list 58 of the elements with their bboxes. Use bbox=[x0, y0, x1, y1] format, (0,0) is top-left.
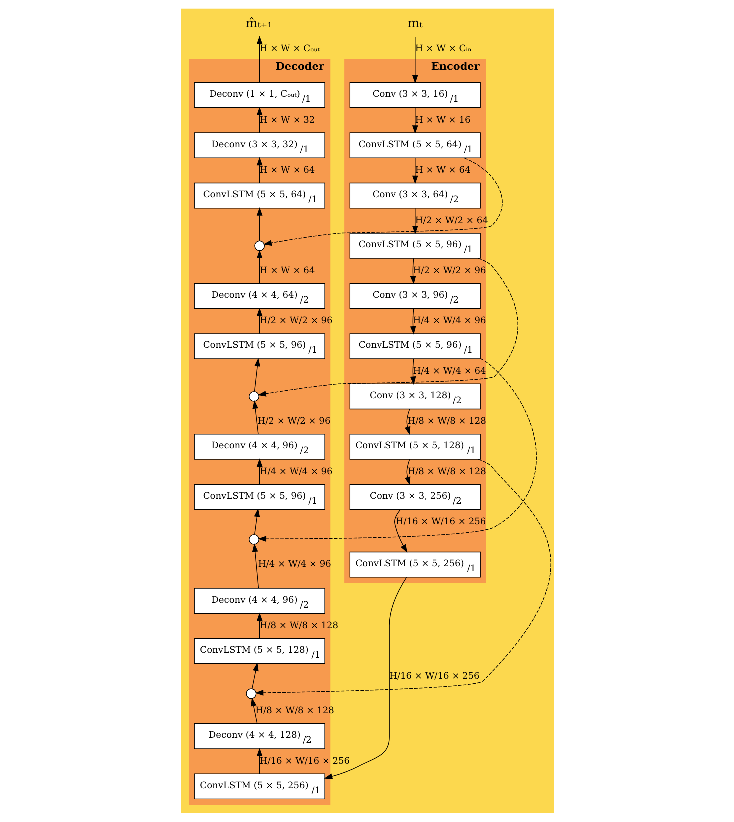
arrow bbox=[410, 358, 416, 386]
arrow bbox=[410, 308, 416, 335]
arrow bbox=[256, 250, 262, 284]
arrow bbox=[412, 36, 418, 84]
edge-label: H/8 × W/8 × 128 bbox=[259, 622, 338, 632]
edge-label: H/4 × W/4 × 96 bbox=[412, 316, 486, 327]
edge-label: H × W × 16 bbox=[414, 116, 470, 126]
arrow bbox=[252, 400, 258, 435]
edge-label: H/8 × W/8 × 128 bbox=[255, 706, 334, 717]
edge-label: H × W × 64 bbox=[259, 266, 315, 277]
arrow bbox=[404, 459, 410, 486]
arrow bbox=[252, 544, 259, 589]
edge-label: H/2 × W/2 × 96 bbox=[412, 266, 486, 277]
edge-label: H/8 × W/8 × 128 bbox=[407, 467, 486, 478]
arrow bbox=[412, 208, 418, 234]
node-circle bbox=[254, 240, 265, 252]
node-circle bbox=[248, 534, 259, 545]
node-circle bbox=[248, 391, 259, 402]
arrow bbox=[256, 107, 262, 134]
arrow bbox=[394, 509, 408, 553]
edge-label: H/4 × W/4 × 96 bbox=[258, 560, 331, 570]
arrow bbox=[257, 258, 518, 397]
arrow bbox=[258, 358, 536, 542]
edge-label: H × W × Cᵢₙ bbox=[414, 44, 472, 55]
edge-label: H × W × 64 bbox=[259, 166, 315, 176]
node-text: mₜ bbox=[407, 15, 422, 30]
arrow bbox=[256, 208, 262, 242]
edge-label: H × W × 32 bbox=[259, 116, 315, 126]
arrow bbox=[250, 698, 258, 724]
arrow bbox=[410, 258, 416, 285]
edge-label: H/2 × W/2 × 96 bbox=[257, 417, 330, 428]
arrow bbox=[256, 308, 262, 334]
arrow bbox=[254, 459, 551, 696]
arrow bbox=[412, 158, 418, 184]
edge-label: H/2 × W/2 × 96 bbox=[259, 316, 332, 327]
arrow bbox=[254, 508, 260, 536]
arrow bbox=[256, 157, 262, 184]
edge-label: H/16 × W/16 × 256 bbox=[259, 756, 350, 767]
edge-label: H × W × Cₒᵤₜ bbox=[259, 44, 320, 55]
arrow bbox=[256, 612, 262, 640]
node-text: m̂ₜ₊₁ bbox=[245, 15, 272, 30]
edge-label: H/2 × W/2 × 64 bbox=[414, 216, 488, 226]
arrow bbox=[263, 158, 502, 246]
arrow bbox=[251, 662, 258, 690]
edge-label: H/16 × W/16 × 256 bbox=[395, 518, 486, 528]
edge-label: H/16 × W/16 × 256 bbox=[389, 672, 480, 682]
node-circle bbox=[246, 688, 256, 700]
edge-label: H/4 × W/4 × 96 bbox=[259, 467, 332, 478]
edge-label: H/8 × W/8 × 128 bbox=[407, 417, 486, 428]
arrow bbox=[254, 358, 260, 392]
arrow bbox=[404, 409, 410, 436]
edge-label: H × W × 64 bbox=[414, 166, 470, 176]
arrow bbox=[256, 36, 262, 83]
arrow bbox=[324, 577, 407, 780]
arrow bbox=[412, 108, 418, 134]
edge-label: H/4 × W/4 × 64 bbox=[412, 366, 486, 377]
arrow bbox=[256, 458, 262, 485]
arrow bbox=[256, 748, 262, 774]
